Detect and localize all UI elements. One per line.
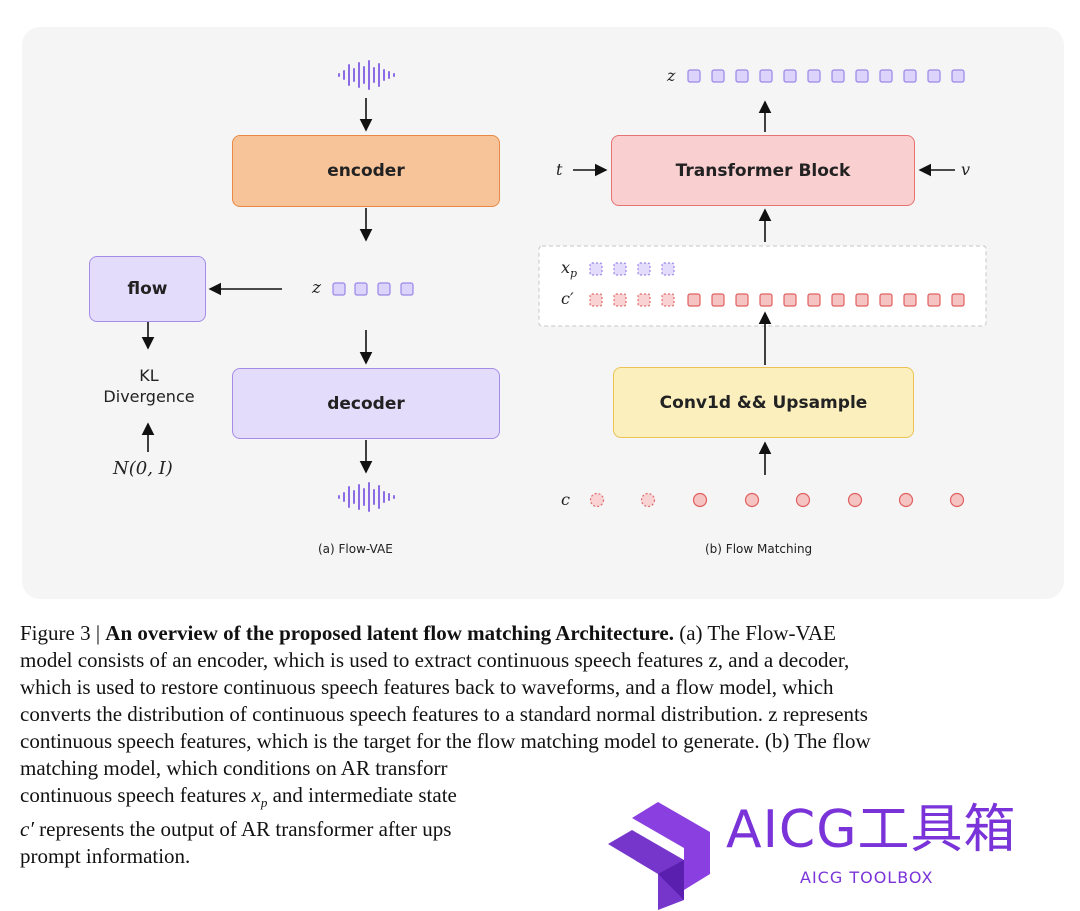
flow-box: flow <box>89 256 206 322</box>
caption-line1-rest: (a) The Flow-VAE <box>673 621 836 645</box>
caption-title: An overview of the proposed latent flow … <box>105 621 674 645</box>
c-label: c <box>561 490 570 509</box>
kl-line1: KL <box>139 366 159 385</box>
conv-upsample-label: Conv1d && Upsample <box>659 392 868 413</box>
prompt-xp-squares <box>589 262 675 276</box>
caption-line-6: matching model, which conditions on AR t… <box>20 756 448 780</box>
transformer-block-label: Transformer Block <box>675 160 851 181</box>
figure-diagram <box>141 60 987 512</box>
cprime-squares <box>687 293 965 307</box>
waveform-output-icon <box>338 482 395 512</box>
xp-base: x <box>561 258 571 277</box>
t-label: t <box>556 160 563 179</box>
latent-z-squares <box>332 282 414 296</box>
conditioning-container <box>538 245 987 327</box>
watermark-subtitle: AICG TOOLBOX <box>800 868 934 887</box>
xp-label: xp <box>561 258 577 280</box>
caption-line-8: c′ represents the output of AR transform… <box>20 817 452 842</box>
encoder-label: encoder <box>327 161 405 181</box>
watermark-title: AICG工具箱 <box>726 800 1017 860</box>
prior-label: N(0, I) <box>113 458 173 479</box>
cprime-prompt-squares <box>589 293 675 307</box>
figure-caption: Figure 3 | An overview of the proposed l… <box>20 620 1060 755</box>
encoder-box: encoder <box>232 135 500 207</box>
subcaption-b: (b) Flow Matching <box>705 542 813 556</box>
caption-line7a: continuous speech features <box>20 783 252 807</box>
caption-line-7: continuous speech features xp and interm… <box>20 783 457 811</box>
z-output-label: z <box>667 66 676 85</box>
z-latent-label: z <box>312 278 321 298</box>
caption-line-5: continuous speech features, which is the… <box>20 729 871 753</box>
v-label: v <box>961 160 971 179</box>
xp-subscript: p <box>570 267 578 281</box>
flow-label: flow <box>127 279 168 299</box>
cprime-label: c′ <box>561 289 574 308</box>
subcaption-a: (a) Flow-VAE <box>318 542 393 556</box>
kl-divergence-label: KL Divergence <box>84 365 214 407</box>
caption-line-4: converts the distribution of continuous … <box>20 702 868 726</box>
output-z-squares <box>687 69 965 83</box>
caption-line-2: model consists of an encoder, which is u… <box>20 648 850 672</box>
caption-line8b: represents the output of AR transformer … <box>33 817 452 842</box>
waveform-input-icon <box>338 60 395 90</box>
transformer-block-box: Transformer Block <box>611 135 915 206</box>
decoder-label: decoder <box>327 393 405 414</box>
c-circles <box>692 492 965 508</box>
caption-line7b: and intermediate state <box>267 783 457 807</box>
conv-upsample-box: Conv1d && Upsample <box>613 367 914 438</box>
c-dashed-circles <box>589 492 656 508</box>
kl-line2: Divergence <box>103 387 195 406</box>
figure-caption-continued: matching model, which conditions on AR t… <box>20 755 572 870</box>
caption-line-9: prompt information. <box>20 844 191 869</box>
decoder-box: decoder <box>232 368 500 439</box>
caption-line-3: which is used to restore continuous spee… <box>20 675 834 699</box>
caption-line-1: Figure 3 | An overview of the proposed l… <box>20 620 1060 647</box>
caption-prefix: Figure 3 | <box>20 621 106 645</box>
aicg-logo-icon <box>608 802 710 910</box>
